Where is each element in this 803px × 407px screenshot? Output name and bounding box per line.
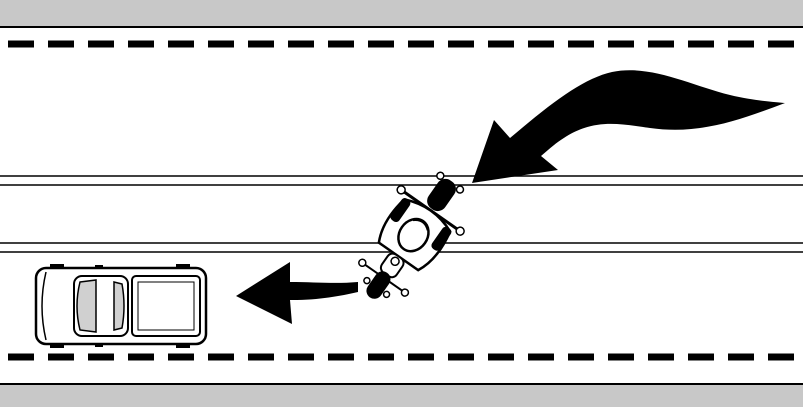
pickup-truck-icon bbox=[34, 264, 208, 348]
top-shoulder bbox=[0, 0, 803, 27]
curved-arrow-icon bbox=[472, 70, 785, 183]
left-arrow-icon bbox=[236, 262, 358, 324]
motorcycle-icon bbox=[358, 171, 465, 299]
bottom-shoulder bbox=[0, 385, 803, 407]
